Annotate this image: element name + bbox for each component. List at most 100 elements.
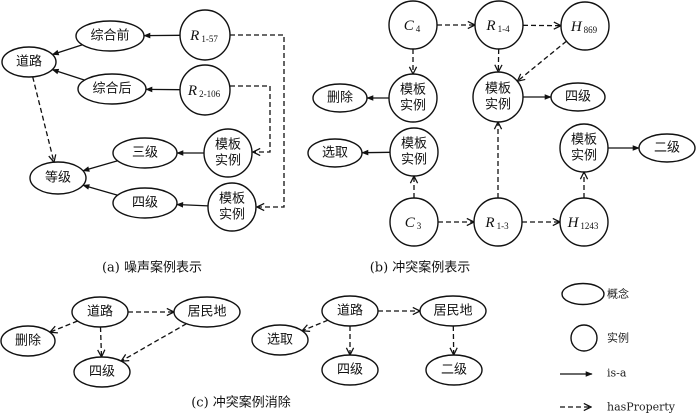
node-label-main: R bbox=[484, 215, 494, 231]
node-label-subscript: 2-106 bbox=[199, 89, 220, 99]
is-a-edge-a_zhhou-to-a_daolu bbox=[51, 68, 85, 81]
node-label-main: C bbox=[405, 215, 416, 231]
node-label-line-1: 模板 bbox=[219, 192, 245, 207]
instance-circle bbox=[472, 71, 524, 123]
concept-ellipse bbox=[112, 137, 178, 169]
concept-ellipse bbox=[71, 296, 129, 328]
hasproperty-edge-c1_jmd-to-c1_siji bbox=[121, 323, 187, 361]
concept-node-b_erji: 二级 bbox=[638, 133, 696, 163]
hasproperty-edge-a_r157-to-a_tpl2 bbox=[230, 34, 285, 207]
node-label-subscript: 869 bbox=[584, 25, 598, 35]
concept-ellipse bbox=[321, 295, 379, 327]
captions-layer: (a) 噪声案例表示 (b) 冲突案例表示 (c) 冲突案例消除 bbox=[102, 260, 470, 411]
node-label: 四级 bbox=[132, 196, 158, 211]
node-label-line-2: 实例 bbox=[400, 99, 426, 114]
node-label-line-1: 模板 bbox=[215, 138, 241, 153]
instance-circle bbox=[389, 127, 439, 177]
node-label-line-2: 实例 bbox=[219, 208, 245, 223]
instance-circle bbox=[559, 197, 609, 247]
node-label-main: H bbox=[570, 19, 583, 35]
instance-circle bbox=[388, 0, 438, 50]
concept-node-c2_siji: 四级 bbox=[321, 354, 379, 386]
concept-ellipse bbox=[29, 161, 87, 195]
hasproperty-edge-c2_daolu-to-c2_sel bbox=[302, 319, 329, 331]
concept-ellipse bbox=[173, 296, 241, 328]
node-label-main: H bbox=[567, 215, 580, 231]
node-label-line-1: 模板 bbox=[401, 137, 427, 152]
concept-node-a_zhqian: 综合前 bbox=[75, 20, 145, 52]
node-label-subscript: 1-4 bbox=[498, 24, 510, 34]
legend-concept-ellipse-icon bbox=[561, 282, 605, 306]
node-label-subscript: 1243 bbox=[580, 221, 599, 231]
hasproperty-edge-a_r2106-to-a_tpl1 bbox=[230, 85, 271, 152]
node-label-subscript: 3 bbox=[417, 221, 422, 231]
concept-node-a_sanji: 三级 bbox=[112, 137, 178, 169]
node-label-line-1: 模板 bbox=[571, 133, 597, 148]
instance-circle bbox=[203, 128, 253, 178]
concept-node-c1_siji: 四级 bbox=[73, 356, 131, 388]
concept-ellipse bbox=[638, 133, 696, 163]
instance-circle bbox=[179, 9, 231, 61]
concept-node-a_zhhou: 综合后 bbox=[77, 73, 147, 105]
concept-ellipse bbox=[321, 354, 379, 386]
node-label: 道路 bbox=[87, 304, 113, 320]
concept-node-a_daolu: 道路 bbox=[1, 46, 57, 78]
edges-layer bbox=[32, 25, 640, 361]
hasproperty-edge-a_daolu-to-a_dengji bbox=[32, 76, 54, 162]
node-label: 选取 bbox=[322, 146, 348, 161]
node-label: 道路 bbox=[16, 54, 42, 70]
instance-circle bbox=[179, 64, 231, 116]
is-a-edge-a_tpl2-to-a_siji bbox=[176, 201, 209, 208]
legend-instance-circle-icon bbox=[570, 324, 598, 352]
node-label: 二级 bbox=[654, 141, 680, 156]
node-label: 四级 bbox=[89, 365, 115, 380]
node-label: 道路 bbox=[337, 303, 363, 319]
instance-circle bbox=[473, 197, 523, 247]
node-label: 二级 bbox=[441, 363, 467, 378]
legend-is-a-label: is-a bbox=[607, 367, 627, 380]
node-label: 删除 bbox=[327, 91, 353, 106]
concept-ellipse bbox=[0, 325, 56, 357]
concept-node-c2_daolu: 道路 bbox=[321, 295, 379, 327]
node-label: 居民地 bbox=[187, 305, 226, 320]
node-label-line-2: 实例 bbox=[401, 153, 427, 168]
node-label-subscript: 1-3 bbox=[497, 221, 509, 231]
concept-node-c1_del: 删除 bbox=[0, 325, 56, 357]
concept-node-c2_sel: 选取 bbox=[251, 324, 309, 356]
caption-panel-c: (c) 冲突案例消除 bbox=[191, 395, 291, 411]
concept-ellipse bbox=[73, 356, 131, 388]
node-label: 四级 bbox=[565, 90, 591, 105]
is-a-edge-a_zhqian-to-a_daolu bbox=[51, 44, 83, 56]
concept-ellipse bbox=[112, 187, 178, 219]
concept-ellipse bbox=[77, 73, 147, 105]
instance-circle bbox=[207, 182, 257, 232]
node-label-line-2: 实例 bbox=[571, 149, 597, 164]
node-label-line-2: 实例 bbox=[215, 154, 241, 169]
concept-node-c2_jmd: 居民地 bbox=[419, 295, 487, 327]
instance-circle bbox=[474, 0, 524, 50]
instance-circle bbox=[388, 73, 438, 123]
concept-ellipse bbox=[312, 83, 368, 113]
concept-ellipse bbox=[251, 324, 309, 356]
concept-ellipse bbox=[75, 20, 145, 52]
hasproperty-edge-b_h869-to-b_tpl_mid bbox=[517, 40, 567, 81]
node-label-subscript: 4 bbox=[416, 24, 421, 34]
node-label: 综合前 bbox=[90, 28, 129, 44]
